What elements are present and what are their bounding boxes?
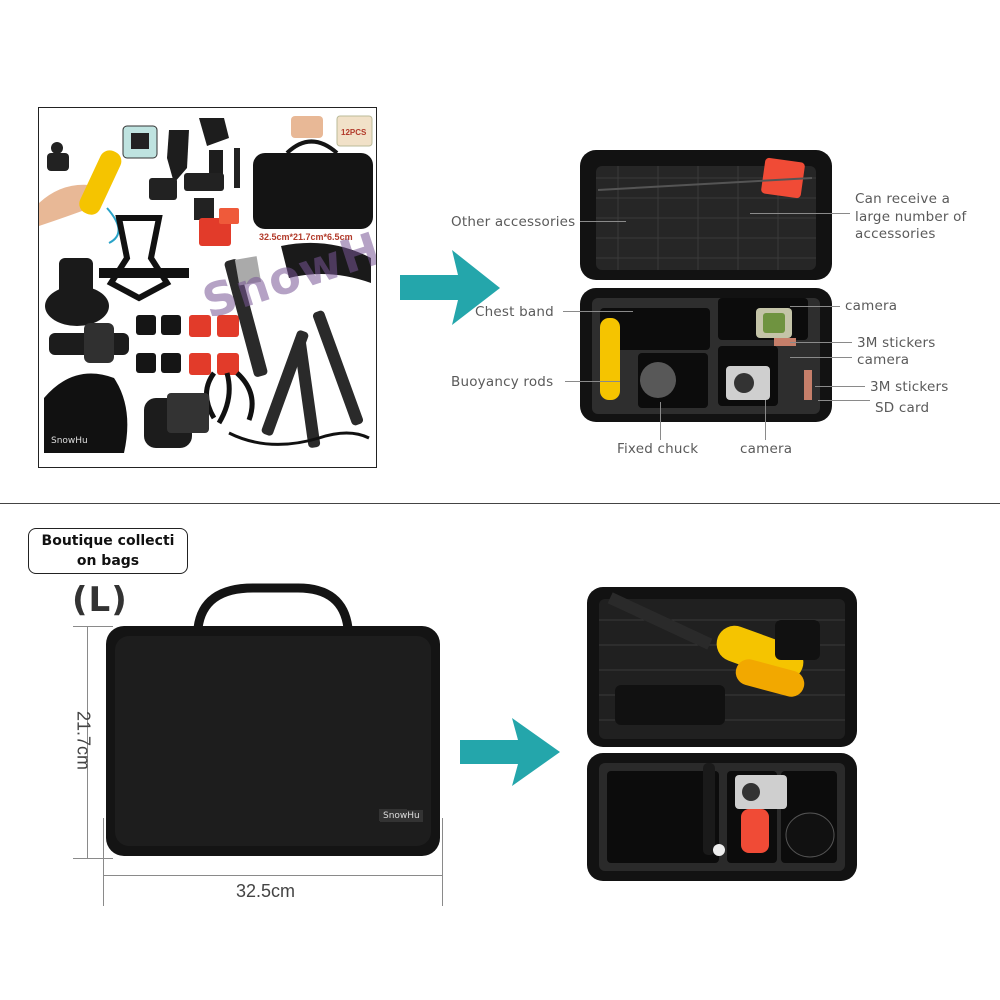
callout-sd-card: SD card [875,400,930,416]
accessory-collage: SnowHu 32.5cm*21.7cm*6.5cm 12PCS SnowHu [38,107,377,468]
product-line-badge: Boutique collecti on bags [28,528,188,574]
leader-line [565,381,620,382]
leader-line [790,342,852,343]
open-case-top-illustration [580,150,832,422]
leader-line [765,400,766,440]
width-dimension-label: 32.5cm [236,881,296,901]
leader-line [563,311,633,312]
leader-line [750,213,850,214]
callout-buoyancy-rods: Buoyancy rods [451,374,554,390]
callout-chest-band: Chest band [475,304,554,320]
leader-line [815,386,865,387]
dimension-line [103,818,104,906]
callout-camera: camera [857,352,910,368]
dimension-line [442,818,443,906]
dimension-line [73,626,113,627]
callout-other-accessories: Other accessories [451,214,576,230]
badge-line-1: Boutique collecti [41,533,175,549]
callout-large-capacity: Can receive a large number of accessorie… [855,191,967,242]
callout-3m-stickers: 3M stickers [870,379,949,395]
case-dimensions-text: 32.5cm*21.7cm*6.5cm [259,232,353,242]
leader-line [580,221,626,222]
callout-fixed-chuck: Fixed chuck [617,441,699,457]
leader-line [790,306,840,307]
leader-line [818,400,870,401]
badge-line-2: on bags [76,553,140,569]
closed-case-illustration [106,583,440,856]
leader-line [790,357,852,358]
pouch-brand-text: SnowHu [51,436,88,446]
callout-3m-stickers: 3M stickers [857,335,936,351]
dimension-line [103,875,443,876]
arrow-right-icon [460,718,560,786]
section-divider [0,503,1000,504]
height-dimension-label: 21.7cm [73,710,94,771]
size-mark: (L) [72,580,128,620]
dimension-line [87,626,88,858]
case-brand-tag: SnowHu [380,810,423,822]
leader-line [660,402,661,440]
accessory-collage-illustration [39,115,373,453]
callout-camera: camera [845,298,898,314]
pieces-count-badge: 12PCS [341,128,367,137]
callout-camera: camera [740,441,793,457]
open-case-bottom-illustration [587,587,857,881]
arrow-right-icon [400,250,500,325]
dimension-line [73,858,113,859]
